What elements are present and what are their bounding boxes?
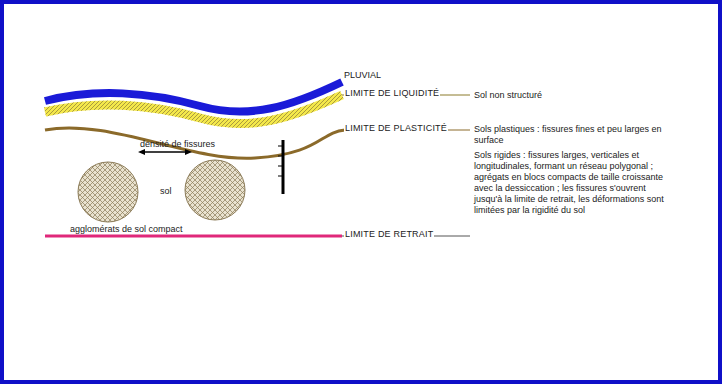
surface-label: PLUVIAL — [344, 70, 381, 81]
limit-label: LIMITE DE LIQUIDITÉ — [344, 88, 440, 99]
zone-note: Sols rigides : fissures larges, vertical… — [474, 150, 664, 216]
blue-band — [45, 82, 342, 112]
part-label: sol — [160, 186, 172, 197]
limit-label: LIMITE DE RETRAIT — [344, 229, 434, 240]
part-label: agglomérats de sol compact — [70, 224, 183, 235]
dimension-label: densité de fissures — [140, 139, 215, 150]
brown-line — [45, 128, 345, 158]
limit-label: LIMITE DE PLASTICITÉ — [344, 123, 448, 134]
zone-note: Sols plastiques : fissures fines et peu … — [474, 124, 674, 146]
zone-note: Sol non structuré — [474, 90, 542, 101]
